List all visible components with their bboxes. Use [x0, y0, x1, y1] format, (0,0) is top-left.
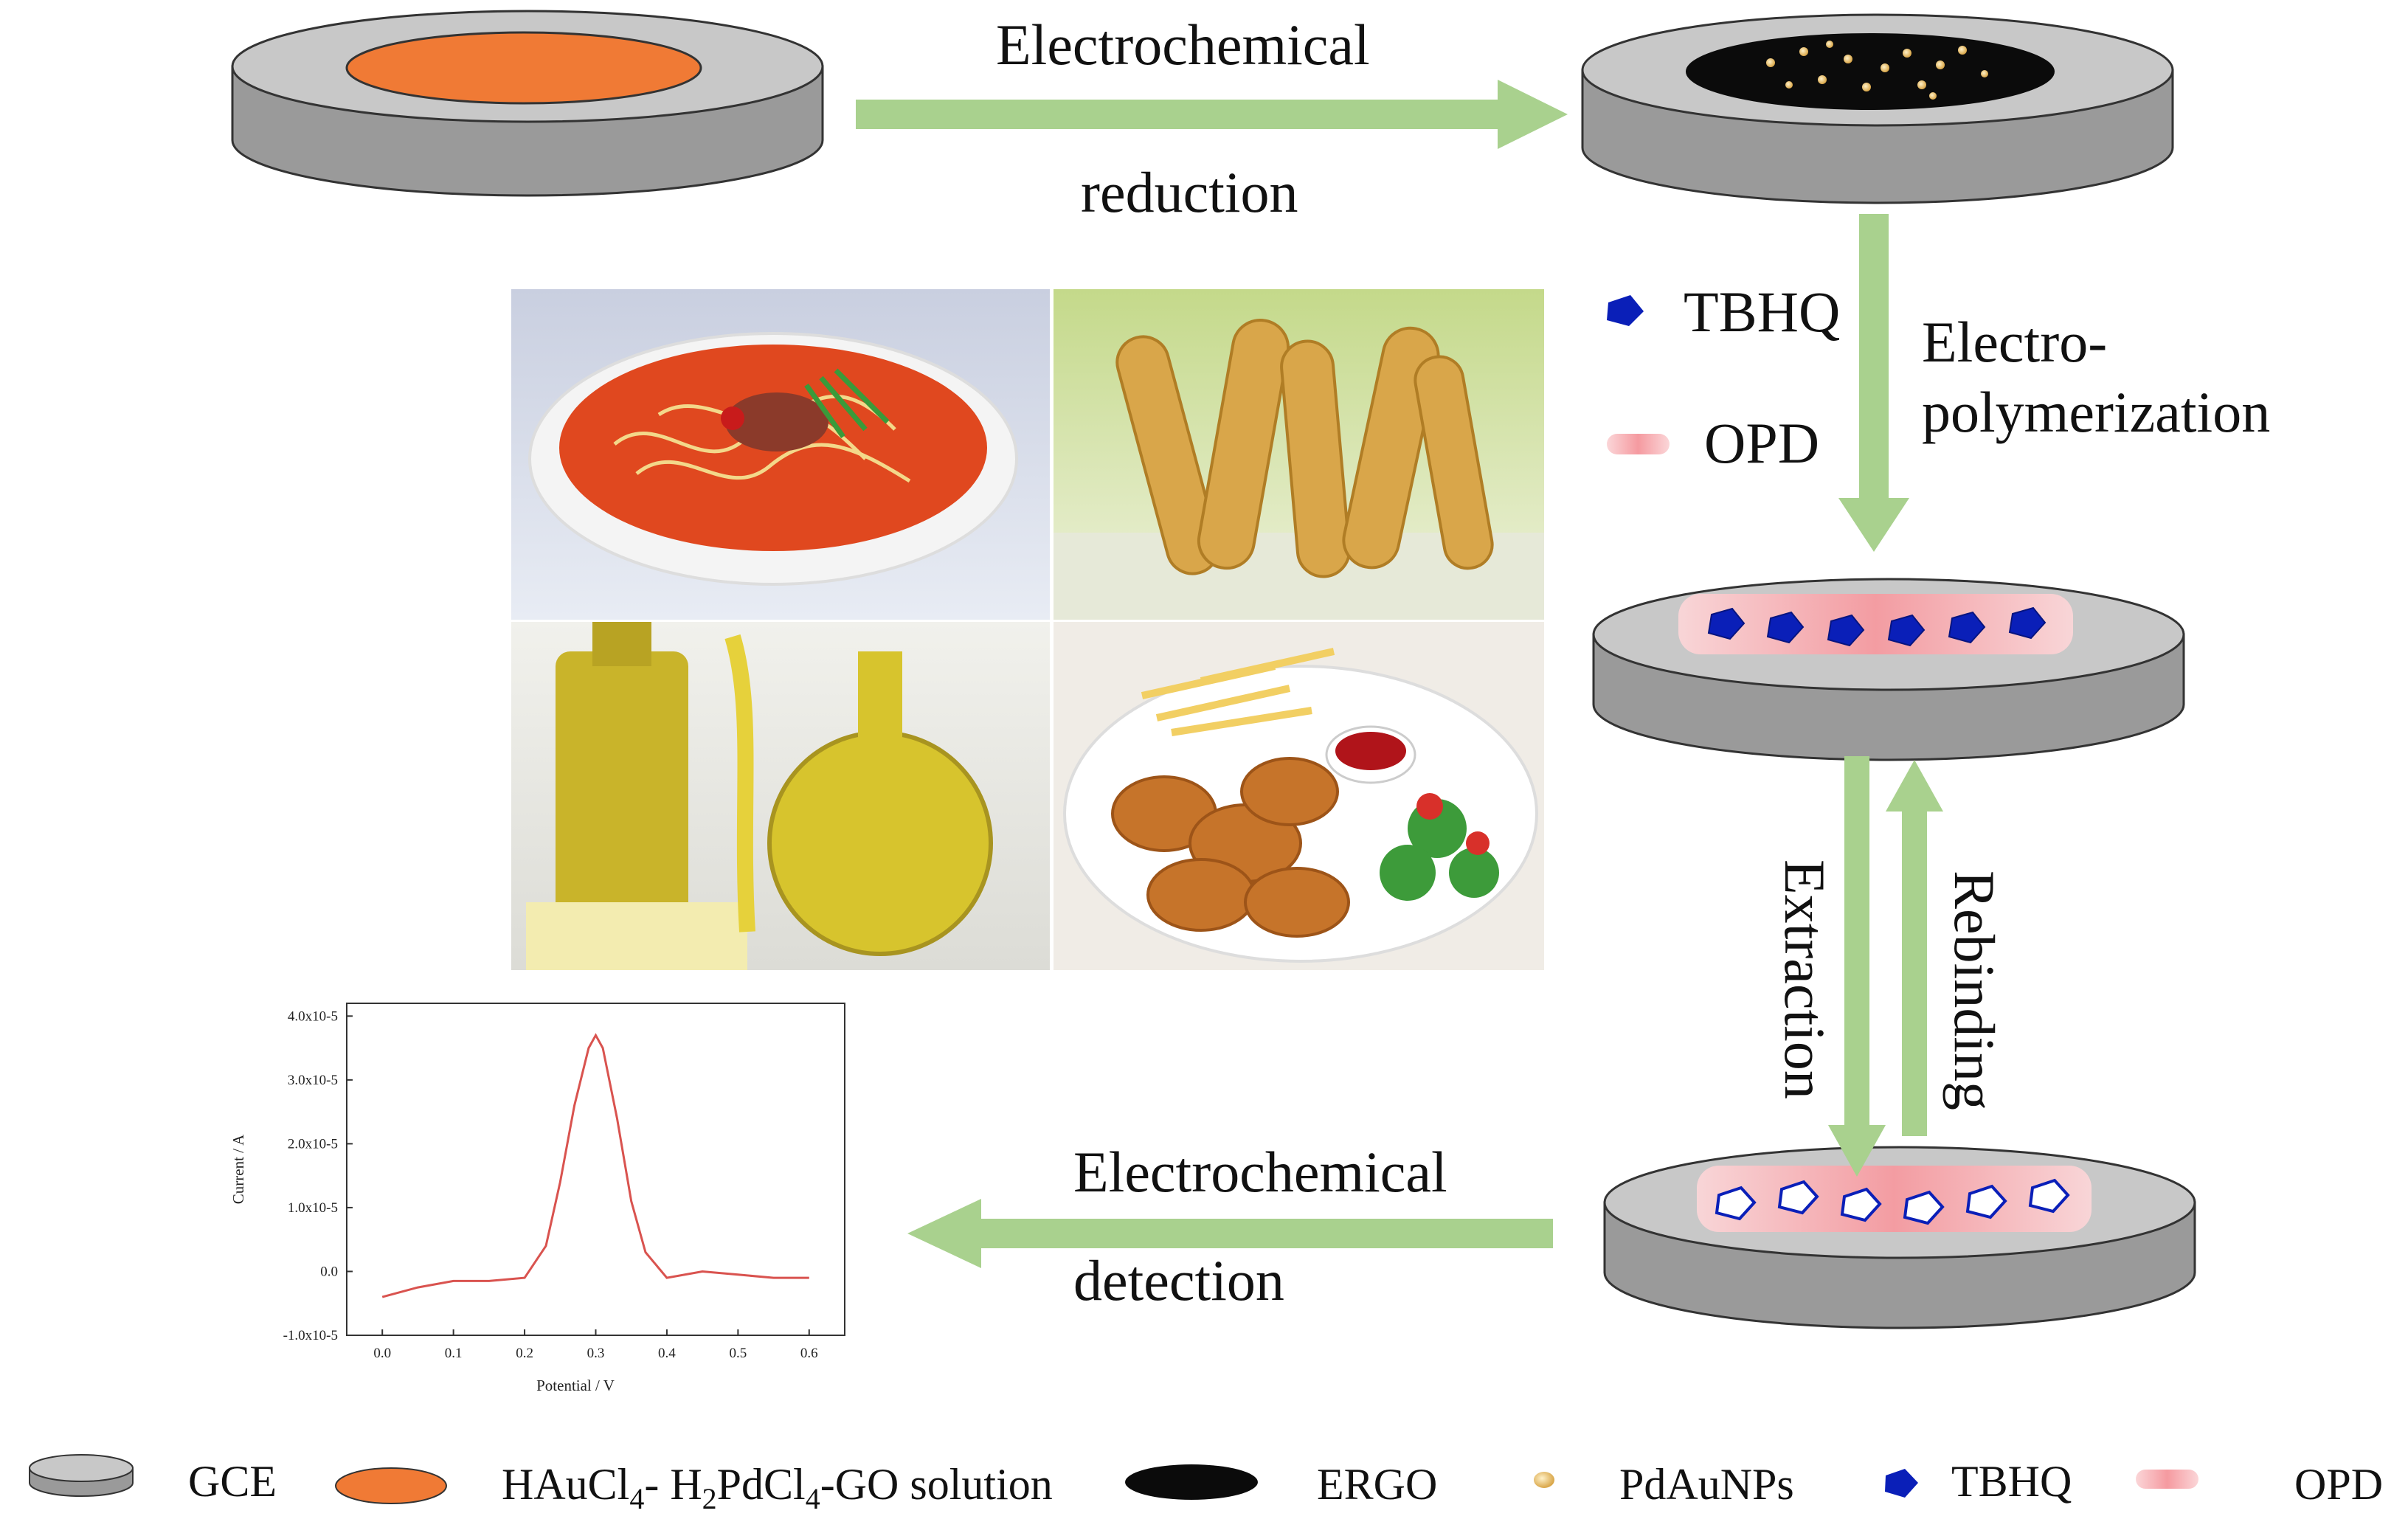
label-step4-top: Electrochemical: [1073, 1140, 1447, 1204]
chart-x-tick-label: 0.1: [445, 1346, 463, 1361]
dpv-chart: 0.0 0.1 0.2 0.3 0.4 0.5 0.6 -1.0x10-5 0.0 1.0x10-…: [229, 1003, 845, 1394]
electrode-mip-template: [1592, 578, 2185, 761]
imprinted-cavities: [1715, 1178, 2070, 1225]
label-step1-top: Electrochemical: [996, 13, 1370, 77]
photo-fried-chicken: [1054, 622, 1544, 970]
chart-y-tick-label: 4.0x10-5: [288, 1008, 338, 1024]
chart-ylabel: Current / A: [229, 1134, 247, 1204]
chart-y-tick-label: 0.0: [320, 1264, 338, 1279]
chart-x-tick-label: 0.5: [729, 1346, 747, 1361]
chart-x-tick-label: 0.3: [587, 1346, 605, 1361]
arrow-detection: [907, 1199, 1553, 1268]
chart-y-tick-label: 1.0x10-5: [288, 1200, 338, 1216]
chart-y-tick-label: 2.0x10-5: [288, 1136, 338, 1152]
ergo-film: [1686, 33, 2055, 110]
legend-tbhq-icon: [1885, 1469, 1918, 1498]
chart-x-tick-label: 0.6: [800, 1346, 818, 1361]
tbhq-molecules: [1707, 606, 2047, 647]
chart-x-tick-label: 0.2: [516, 1346, 533, 1361]
arrow-reduction: [856, 80, 1568, 149]
label-step2-line2: polymerization: [1922, 380, 2271, 444]
opd-key-icon: [1607, 434, 1670, 454]
chart-y-tick-label: -1.0x10-5: [283, 1328, 338, 1343]
arrow-rebinding: [1886, 760, 1943, 1136]
chart-x-tick-label: 0.4: [658, 1346, 676, 1361]
chart-plot-area: [346, 1003, 845, 1336]
legend-solution-label: HAuCl4- H2PdCl4-GO solution: [502, 1460, 1053, 1515]
label-opd: OPD: [1704, 411, 1820, 475]
electrode-ergo: [1581, 13, 2174, 204]
dpv-curve: [381, 1033, 809, 1298]
label-step4-bottom: detection: [1073, 1248, 1284, 1312]
arrow-extraction: [1828, 756, 1886, 1177]
label-step2-line1: Electro-: [1922, 310, 2108, 374]
label-extraction: Extraction: [1773, 859, 1837, 1099]
legend-opd-label: OPD: [2294, 1460, 2384, 1509]
legend-pdau-label: PdAuNPs: [1619, 1460, 1794, 1509]
pdau-nanoparticles: [1766, 41, 1988, 100]
chart-ticks: 0.0 0.1 0.2 0.3 0.4 0.5 0.6 -1.0x10-5 0.0 1.0x10-…: [283, 1008, 818, 1361]
label-tbhq: TBHQ: [1684, 280, 1841, 344]
electrode-mip-cavities: [1603, 1146, 2196, 1329]
legend-ergo-label: ERGO: [1317, 1460, 1438, 1509]
chart-xlabel: Potential / V: [536, 1377, 615, 1394]
legend-pdau-icon: [1534, 1472, 1554, 1488]
solution-drop: [345, 31, 702, 105]
legend-solution-icon: [335, 1467, 447, 1504]
photo-fried-dough: [1054, 289, 1544, 620]
legend-gce-icon: [29, 1454, 134, 1497]
photo-noodle-soup: [511, 289, 1050, 620]
legend-opd-icon: [2136, 1470, 2198, 1489]
chart-x-tick-label: 0.0: [373, 1346, 391, 1361]
tbhq-key-icon: [1607, 295, 1644, 326]
chart-y-tick-label: 3.0x10-5: [288, 1073, 338, 1088]
legend-tbhq-label: TBHQ: [1951, 1457, 2072, 1506]
legend-ergo-icon: [1125, 1464, 1258, 1500]
photo-cooking-oil: [511, 622, 1050, 970]
label-rebinding: Rebinding: [1942, 871, 2007, 1110]
arrow-electropolymerization: [1838, 214, 1909, 552]
electrode-solution: [231, 10, 824, 197]
legend-gce-label: GCE: [188, 1457, 277, 1506]
label-step1-bottom: reduction: [1081, 160, 1298, 224]
